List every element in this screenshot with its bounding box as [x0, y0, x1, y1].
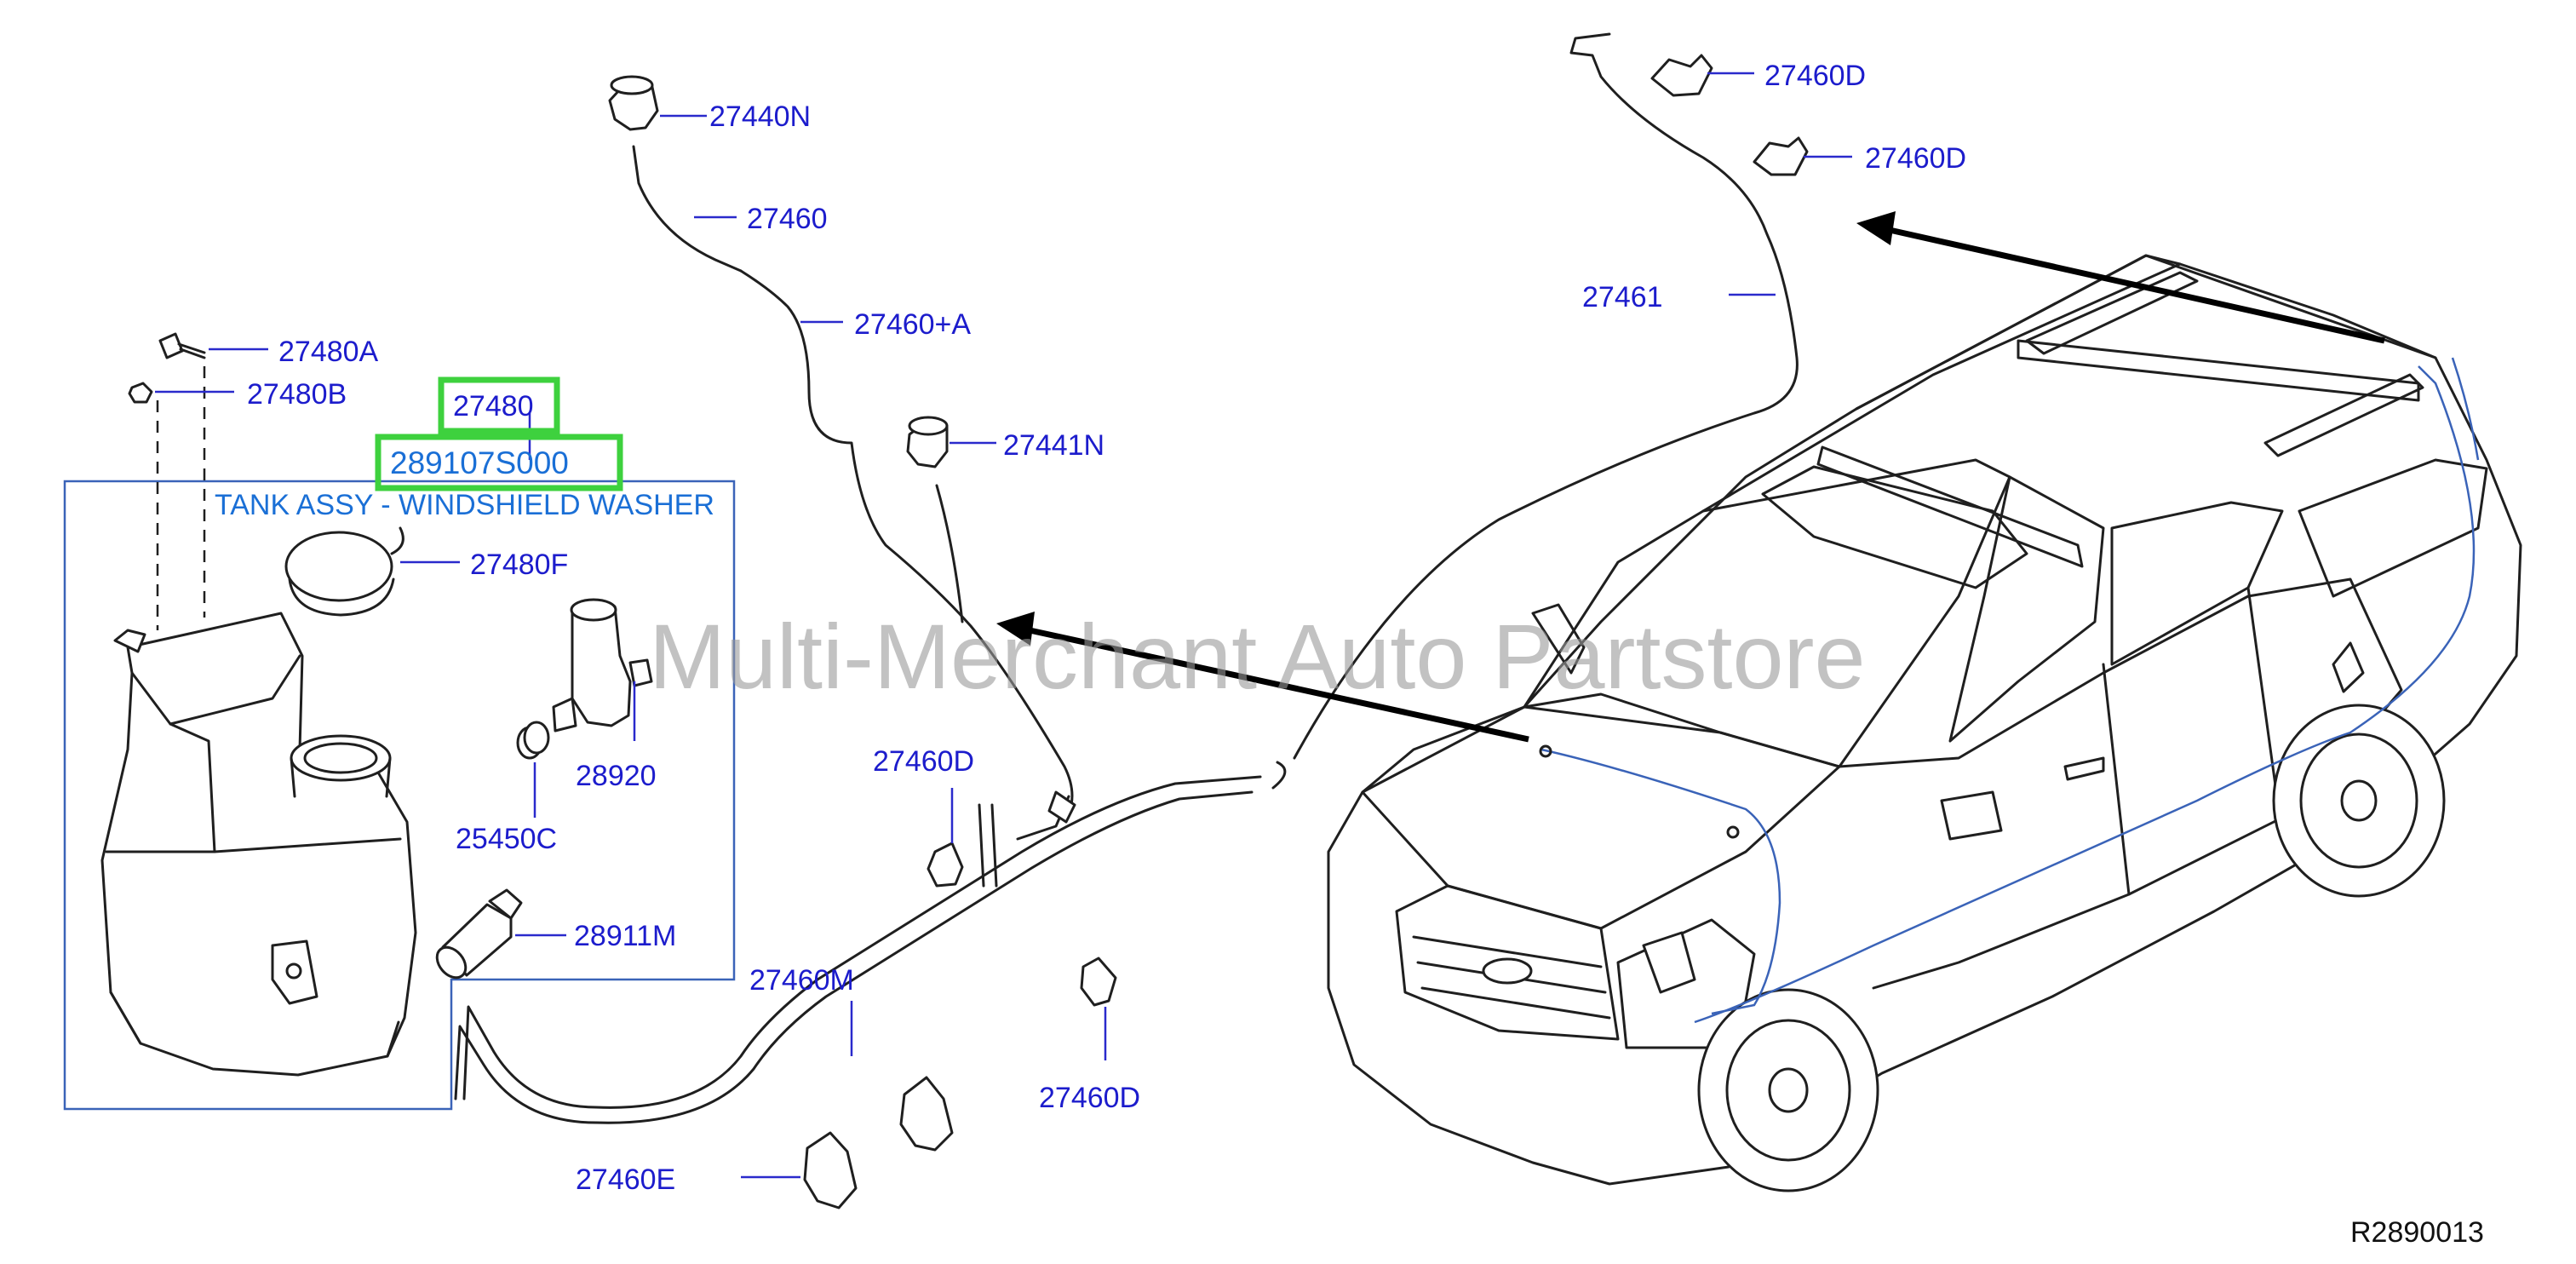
callout-label: 27480B [247, 378, 347, 411]
washer-tank [100, 612, 417, 1077]
hose-short [935, 484, 964, 623]
watermark: Multi-Merchant Auto Partstore [649, 605, 1866, 708]
clip-27460d [1753, 136, 1852, 176]
callout-label: 27460 [747, 203, 828, 235]
hose-27461 [1293, 32, 1799, 760]
assembly-part-number: 27480 [453, 390, 534, 422]
nozzle-27441n [906, 416, 996, 468]
callout-label: 27460D [1865, 142, 1966, 175]
callout-label: 27440N [709, 101, 811, 133]
grommet [516, 721, 550, 818]
assembly-frame [63, 480, 736, 1111]
highlight-27480 [438, 376, 560, 434]
callout-label: 27460D [1039, 1082, 1140, 1114]
clip-27460d [927, 788, 964, 888]
hose-27460 [632, 145, 743, 273]
arrow-rear [1856, 211, 2385, 344]
callout-label: 25450C [456, 823, 557, 855]
callout-label: 27480F [470, 549, 568, 581]
assembly-name: TANK ASSY - WINDSHIELD WASHER [215, 489, 714, 521]
clip-27460e [741, 1076, 954, 1209]
callout-label: 27480A [278, 336, 379, 368]
nut-27480b [128, 382, 234, 404]
hose-27460m [462, 775, 1262, 1109]
vehicle [1327, 254, 2522, 1192]
hose-27460-a [739, 269, 1074, 815]
tank-cap [284, 526, 460, 617]
assembly-alt-part-number: 289107S000 [390, 445, 569, 480]
callout-label: 27460D [1764, 60, 1866, 92]
callout-label: 28911M [574, 920, 676, 952]
callout-label: 27460M [749, 964, 854, 997]
arrow-front [996, 612, 1529, 743]
callout-label: 27460+A [854, 308, 971, 341]
callout-label: 27460E [576, 1163, 675, 1196]
callout-label: 27461 [1582, 281, 1663, 313]
clip-27460d [1650, 54, 1754, 97]
washer-pump [552, 598, 653, 741]
highlight-289107S000 [375, 434, 623, 491]
clip-27460d [1080, 957, 1117, 1060]
callout-label: 27441N [1003, 429, 1104, 462]
diagram-code: R2890013 [2350, 1216, 2484, 1249]
level-sensor [435, 888, 566, 980]
callout-label: 28920 [576, 760, 657, 792]
nozzle-27440n [608, 75, 707, 131]
bolt-27480a [158, 332, 268, 359]
callout-label: 27460D [873, 745, 974, 778]
